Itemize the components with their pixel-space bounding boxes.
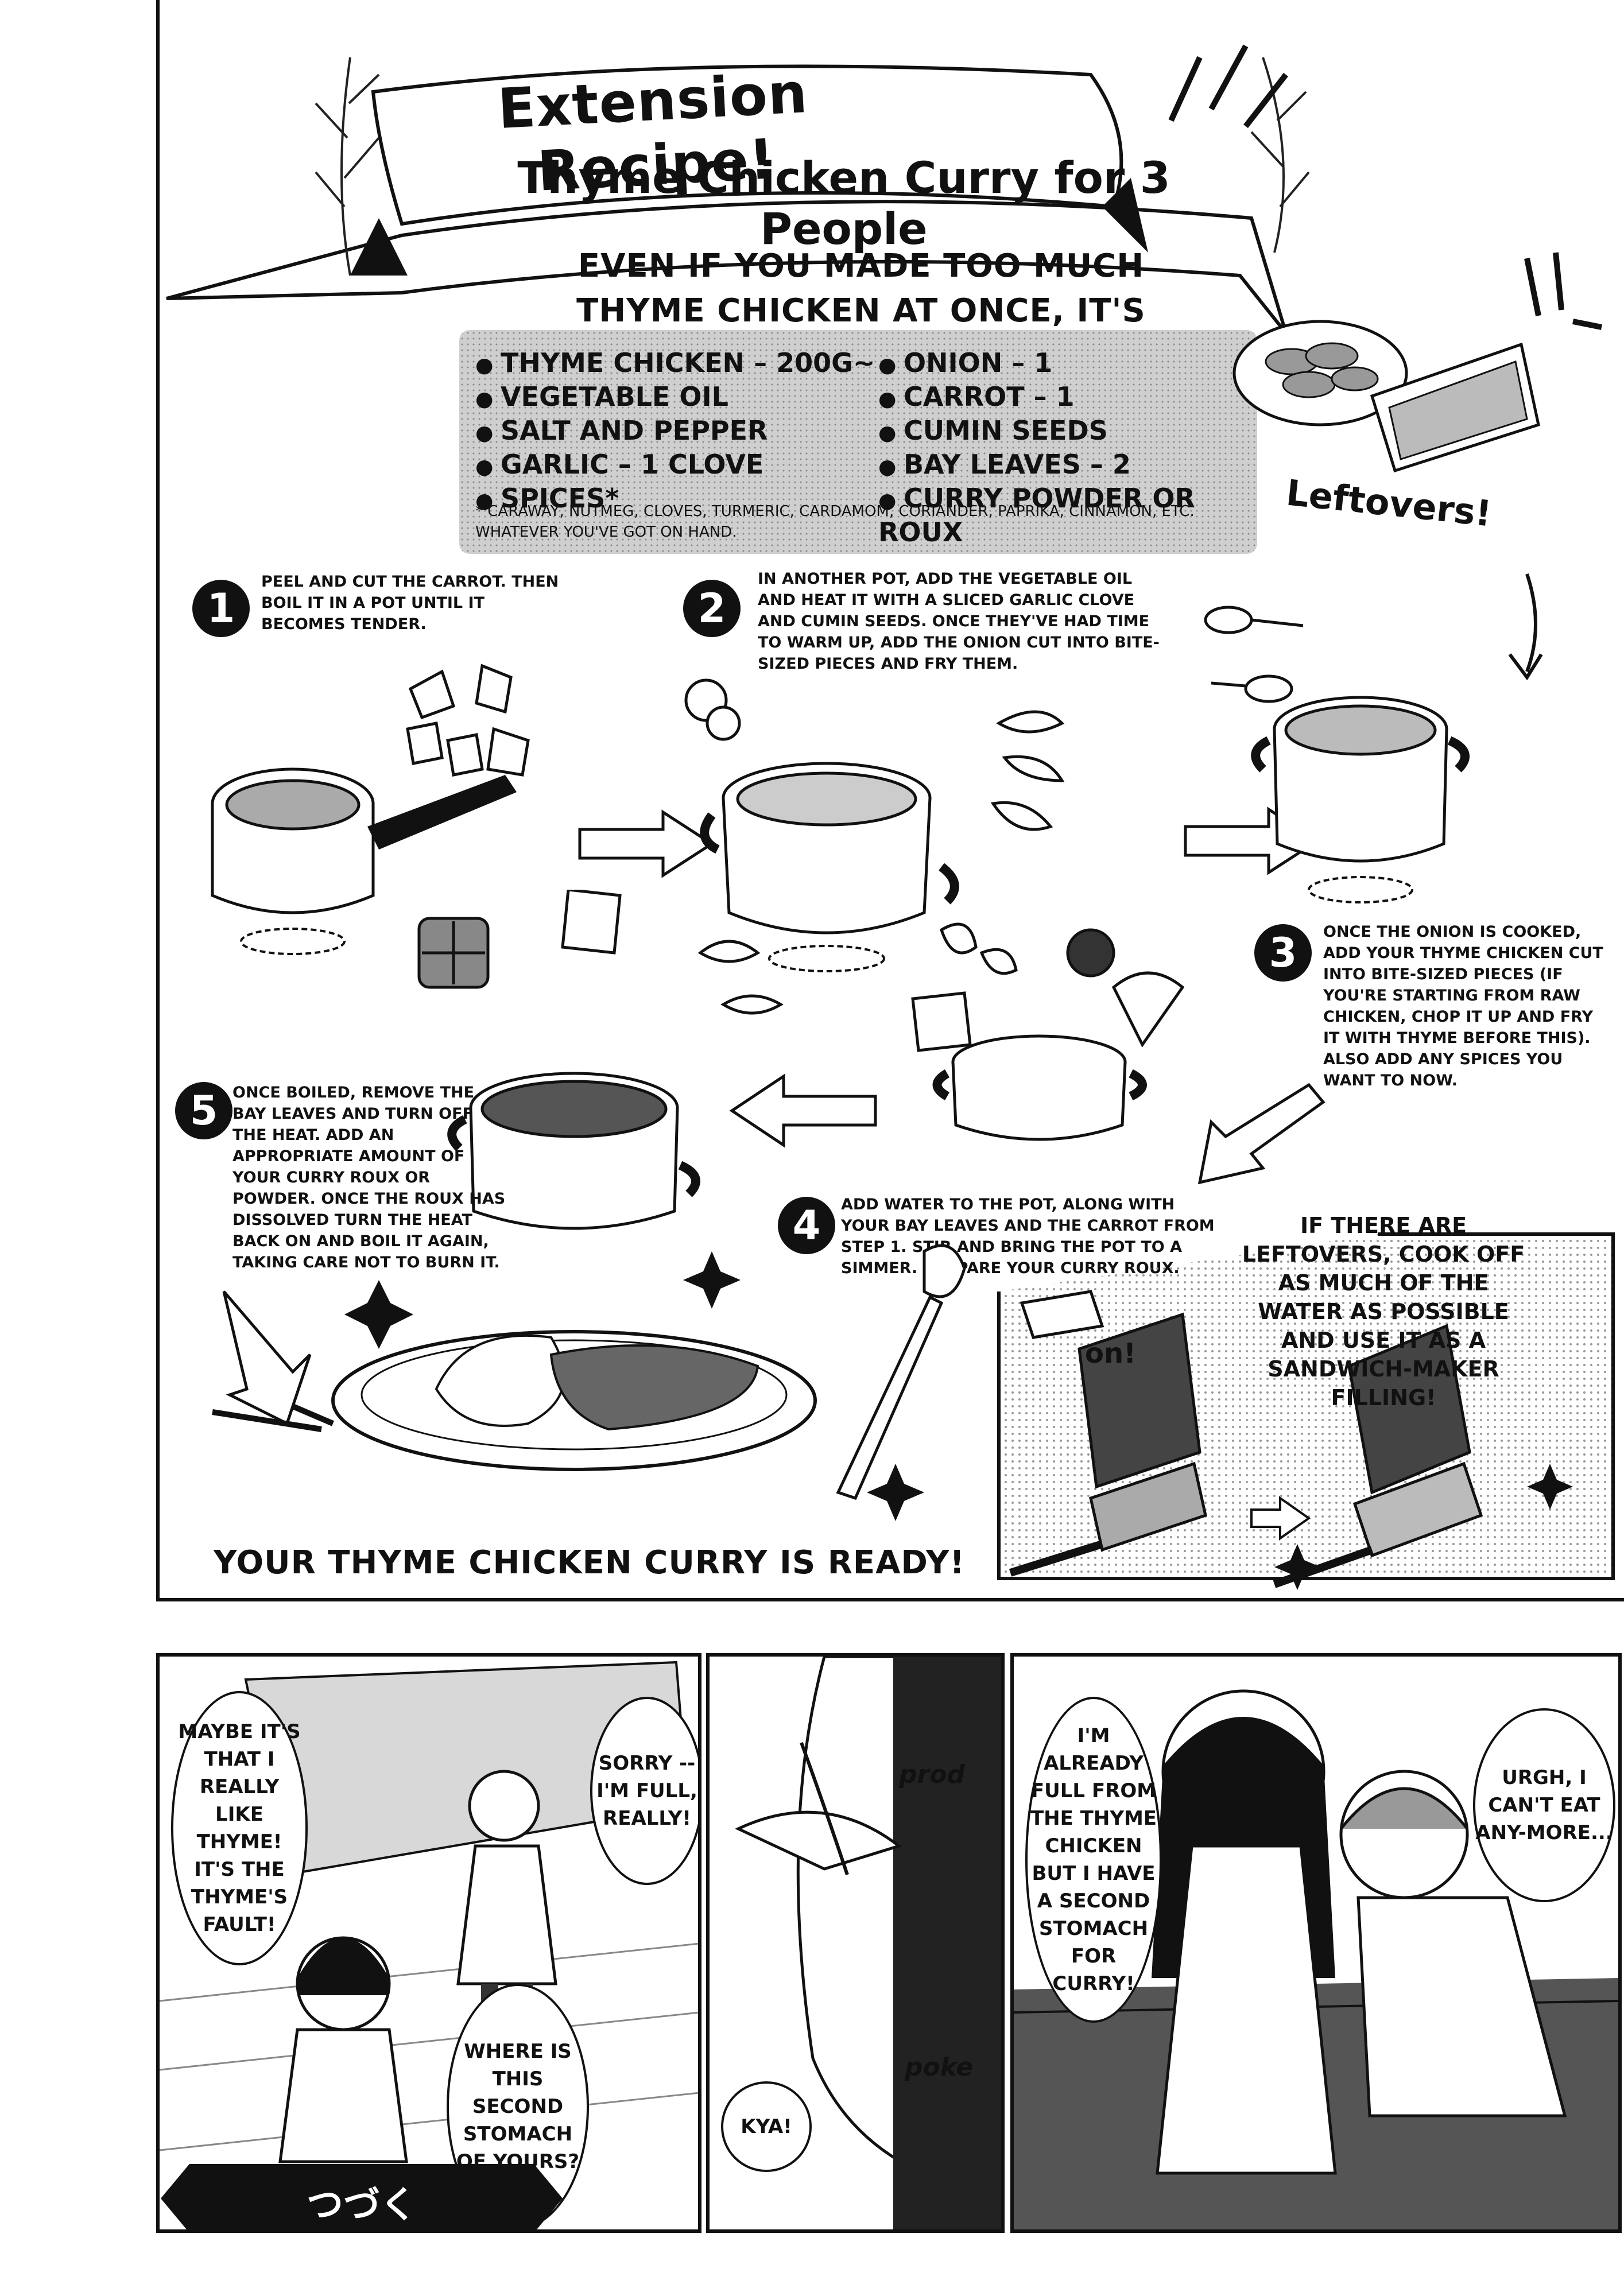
step-5-badge: 5 [175, 1082, 232, 1139]
curry-plate-illustration [212, 1244, 966, 1521]
flow-arrow [1197, 1083, 1325, 1185]
step-2-pot-illustration [684, 678, 1065, 972]
flow-arrow [578, 809, 715, 878]
step-2-badge: 2 [683, 580, 741, 637]
manga-panel-3: I'M ALREADY FULL FROM THE THYME CHICKEN … [1010, 1653, 1622, 2233]
to-be-continued-tag [161, 2164, 563, 2233]
ingredient-item: SALT AND PEPPER [475, 415, 875, 449]
step-4-text: ADD WATER TO THE POT, ALONG WITH YOUR BA… [841, 1196, 1215, 1277]
recipe-page-frame [156, 0, 1624, 1601]
banner-subtitle: Thyme Chicken Curry for 3 People [517, 152, 1170, 254]
ingredient-item: CUMIN SEEDS [878, 415, 1257, 449]
speech-bubble: URGH, I CAN'T EAT ANY-MORE... [1473, 1708, 1615, 1902]
speech-bubble: KYA! [721, 2081, 812, 2172]
sfx-poke: poke [905, 2053, 974, 2082]
step-4-badge: 4 [778, 1197, 835, 1254]
step-2-text: IN ANOTHER POT, ADD THE VEGETABLE OIL AN… [758, 570, 1160, 673]
speech-bubble: SORRY -- I'M FULL, REALLY! [590, 1697, 698, 1885]
sfx-prod: prod [899, 1760, 965, 1789]
ingredients-box: THYME CHICKEN – 200G~ VEGETABLE OIL SALT… [459, 330, 1257, 554]
speech-bubble: I'M ALREADY FULL FROM THE THYME CHICKEN … [1025, 1697, 1162, 2023]
sandwich-note: IF THERE ARE LEFTOVERS, COOK OFF AS MUCH… [1242, 1213, 1525, 1410]
flow-arrow [729, 1073, 877, 1148]
emphasis-lines [1168, 44, 1288, 129]
step-1-text: PEEL AND CUT THE CARROT. THEN BOIL IT IN… [261, 573, 559, 633]
ingredients-left-list: THYME CHICKEN – 200G~ VEGETABLE OIL SALT… [475, 347, 875, 517]
to-be-continued-text: つづく [307, 2184, 417, 2227]
final-caption: YOUR THYME CHICKEN CURRY IS READY! [214, 1544, 965, 1581]
manga-panel-2: prod poke KYA! [706, 1653, 1005, 2233]
step-3-badge: 3 [1254, 924, 1312, 982]
ingredients-right-list: ONION – 1 CARROT – 1 CUMIN SEEDS BAY LEA… [878, 347, 1257, 548]
step-3-text: ONCE THE ONION IS COOKED, ADD YOUR THYME… [1323, 923, 1603, 1089]
step-1-badge: 1 [192, 580, 250, 637]
speech-bubble: MAYBE IT'S THAT I REALLY LIKE THYME! IT'… [171, 1691, 308, 1965]
ingredient-item: ONION – 1 [878, 347, 1257, 381]
step-1-carrot-pot-illustration [211, 664, 530, 955]
ingredient-item: VEGETABLE OIL [475, 381, 875, 415]
ingredient-item: CARROT – 1 [878, 381, 1257, 415]
ingredient-item: GARLIC – 1 CLOVE [475, 449, 875, 483]
sandwich-sfx: on! [1085, 1337, 1137, 1370]
sandwich-maker-panel [997, 1232, 1615, 1590]
step-4-pot-illustration [911, 922, 1185, 1141]
step-5-pot-illustration [417, 890, 784, 1230]
leftover-chicken-illustration [1232, 320, 1540, 473]
curved-arrow [1508, 573, 1543, 681]
banner-ribbon [166, 57, 1310, 333]
ingredient-item: SPICES* [475, 483, 875, 517]
ingredient-item: THYME CHICKEN – 200G~ [475, 347, 875, 381]
manga-panel-1: MAYBE IT'S THAT I REALLY LIKE THYME! IT'… [156, 1653, 701, 2233]
ingredient-item: CURRY POWDER OR ROUX [878, 483, 1257, 548]
spices-footnote: * CARAWAY, NUTMEG, CLOVES, TURMERIC, CAR… [475, 503, 1195, 541]
step-5-text: ONCE BOILED, REMOVE THE BAY LEAVES AND T… [232, 1084, 506, 1271]
step-3-pot-illustration [1204, 606, 1470, 903]
emphasis-lines [1524, 252, 1602, 330]
ingredient-item: BAY LEAVES – 2 [878, 449, 1257, 483]
